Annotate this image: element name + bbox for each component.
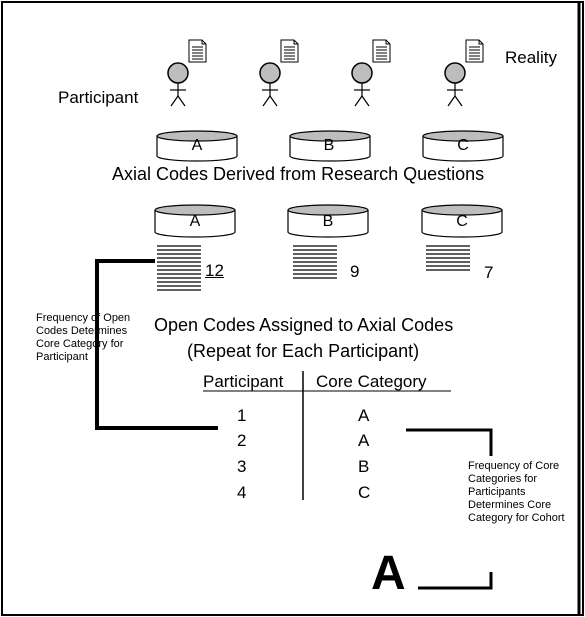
axial-code-cylinder — [421, 204, 503, 238]
table-cell-core-4: C — [358, 483, 371, 502]
table-cell-participant-1: 1 — [237, 406, 247, 425]
document-icon — [465, 39, 484, 63]
reality-label: Reality — [505, 48, 557, 67]
axial-code-top-b: B — [323, 137, 335, 154]
table-cell-participant-3: 3 — [237, 457, 247, 476]
participant-figure — [351, 39, 391, 107]
table-header-participant: Participant — [203, 372, 284, 391]
participant-figure — [167, 39, 207, 107]
open-code-stack — [293, 245, 337, 279]
left-bracket — [95, 259, 218, 430]
open-code-stack — [157, 245, 201, 291]
cohort-core-category: A — [371, 547, 406, 600]
table-cell-participant-4: 4 — [237, 483, 247, 502]
right-bracket-bottom — [418, 572, 493, 590]
right-bracket — [406, 428, 493, 456]
axial-derived-caption: Axial Codes Derived from Research Questi… — [112, 164, 485, 184]
open-code-count-c: 7 — [484, 263, 494, 282]
participant-figure — [259, 39, 299, 107]
axial-code-cylinder — [287, 204, 369, 238]
document-icon — [280, 39, 299, 63]
axial-code-cylinder — [154, 204, 236, 238]
open-code-stack — [426, 245, 470, 271]
axial-code-cylinder — [289, 130, 371, 162]
table-cell-core-3: B — [358, 457, 370, 476]
axial-code-bottom-b: B — [322, 213, 334, 230]
axial-code-cylinder — [422, 130, 504, 162]
table-cell-core-1: A — [358, 406, 370, 425]
table-header-core-category: Core Category — [316, 372, 427, 391]
right-note: Frequency of Core Categories for Partici… — [468, 460, 565, 524]
axial-code-bottom-c: C — [456, 213, 468, 230]
left-note: Frequency of Open Codes Determines Core … — [36, 312, 131, 363]
axial-code-top-a: A — [191, 137, 203, 154]
table-cell-core-2: A — [358, 431, 370, 450]
axial-code-cylinder — [156, 130, 238, 162]
axial-code-top-c: C — [457, 137, 469, 154]
participant-label: Participant — [58, 88, 139, 107]
document-icon — [188, 39, 207, 63]
open-assigned-caption-2: (Repeat for Each Participant) — [187, 341, 420, 361]
axial-code-bottom-a: A — [189, 213, 201, 230]
open-code-count-b: 9 — [350, 262, 360, 281]
open-assigned-caption-1: Open Codes Assigned to Axial Codes — [154, 315, 454, 335]
participant-figure — [444, 39, 484, 107]
document-icon — [372, 39, 391, 63]
open-code-count-a: 12 — [205, 261, 224, 280]
table-cell-participant-2: 2 — [237, 431, 247, 450]
